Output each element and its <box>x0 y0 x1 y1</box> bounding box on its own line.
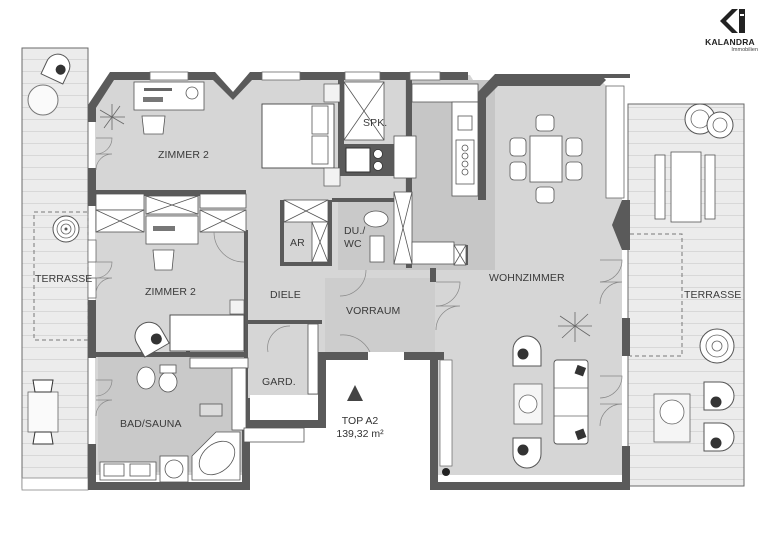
kitchen-counter-icon <box>393 83 479 266</box>
armchair-icon <box>512 437 542 469</box>
terrace-right <box>627 103 745 487</box>
room-label-gard: GARD. <box>262 376 296 388</box>
plant-icon <box>99 104 125 130</box>
brand-logo: KALANDRA Immobilien <box>698 6 762 53</box>
sofa-icon <box>553 359 589 445</box>
wardrobe-rail-icon <box>243 323 319 443</box>
coffee-table-icon <box>513 383 543 425</box>
sauna-icon <box>189 357 249 431</box>
room-label-wohnzimmer: WOHNZIMMER <box>489 272 565 284</box>
armchair-icon <box>703 422 735 452</box>
unit-label: TOP A2 139,32 m² <box>320 415 400 441</box>
armchair-icon <box>40 53 71 85</box>
outdoor-table-icon <box>654 151 716 223</box>
room-label-du-wc-2: WC <box>344 238 362 250</box>
room-label-terrasse-left: TERRASSE <box>35 273 93 285</box>
bathtub-icon <box>191 431 241 481</box>
door-arcs <box>95 137 623 427</box>
room-label-zimmer-top: ZIMMER 2 <box>158 149 209 161</box>
room-label-terrasse-right: TERRASSE <box>684 289 742 301</box>
toilet-icon <box>363 210 389 263</box>
windows <box>87 71 625 299</box>
desk-icon <box>133 81 205 135</box>
round-table-icon <box>27 84 59 116</box>
plant-icon <box>558 312 592 342</box>
coffee-table-icon <box>653 393 691 443</box>
room-label-diele: DIELE <box>270 289 301 301</box>
room-label-vorraum: VORRAUM <box>346 305 401 317</box>
armchair-icon <box>512 335 542 367</box>
brand-subtitle: Immobilien <box>731 47 758 53</box>
plant-icon <box>699 328 735 364</box>
entrance-triangle-icon <box>347 385 363 401</box>
desk-icon <box>145 215 199 271</box>
bed-icon <box>169 299 245 352</box>
dining-table-icon <box>509 114 583 204</box>
armchair-icon <box>134 321 170 358</box>
room-label-bad-sauna: BAD/SAUNA <box>120 418 182 430</box>
dining-table-icon <box>27 379 59 445</box>
washer-icon <box>345 147 383 173</box>
tv-sideboard-icon <box>439 359 453 476</box>
unit-name: TOP A2 <box>341 415 379 427</box>
sink-icon <box>99 455 189 483</box>
kalandra-logo-icon <box>720 9 745 33</box>
room-label-spk: SPK. <box>363 117 388 129</box>
bed-icon <box>261 83 341 187</box>
toilet-icon <box>136 364 178 393</box>
room-label-du-wc-1: DU./ <box>344 225 366 237</box>
room-label-zimmer-mid: ZIMMER 2 <box>145 286 196 298</box>
room-label-ar: AR <box>290 237 305 249</box>
wardrobe-icon <box>95 81 385 263</box>
brand-name: KALANDRA <box>705 37 755 47</box>
terrace-left <box>21 47 89 491</box>
plant-icon <box>52 215 80 243</box>
plant-icon <box>684 103 734 139</box>
unit-area: 139,32 m² <box>336 428 384 440</box>
armchair-icon <box>703 381 735 411</box>
